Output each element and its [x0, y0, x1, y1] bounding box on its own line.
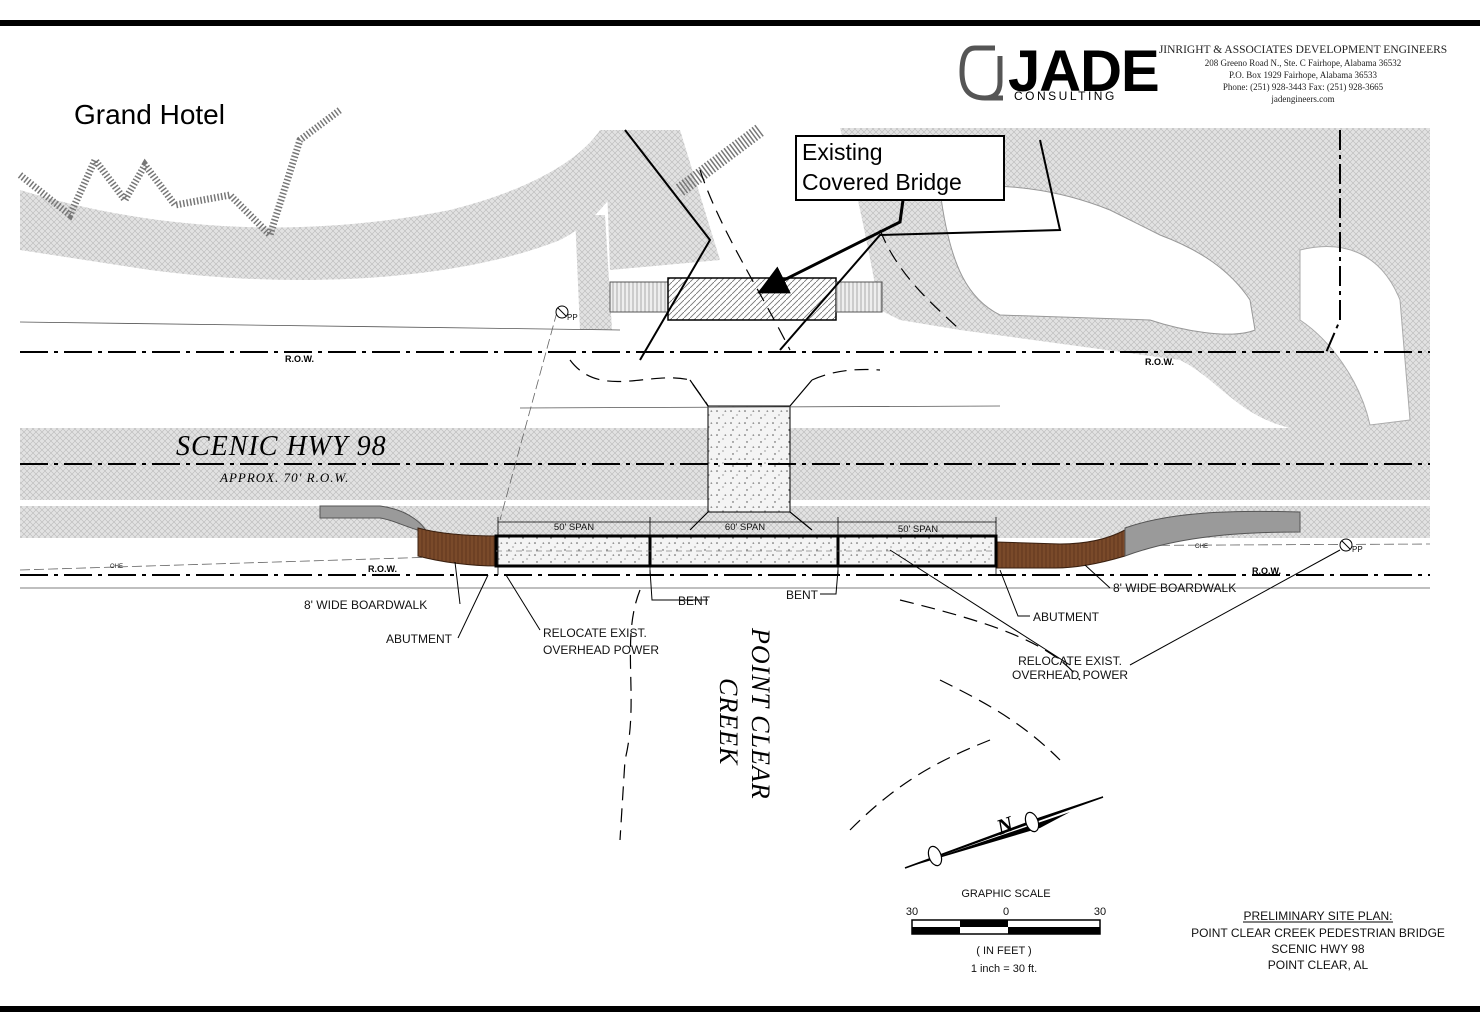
jade-logo-mark	[959, 45, 1003, 101]
road-culvert	[707, 405, 791, 513]
west-driveway	[575, 215, 612, 330]
abutment-label-west: ABUTMENT	[386, 632, 453, 646]
scale-zero: 0	[1003, 906, 1009, 918]
power-pole-east	[1339, 538, 1353, 552]
overhead-electric-west	[19, 554, 501, 571]
scale-units: ( IN FEET )	[976, 945, 1031, 957]
graphic-scale-bar	[911, 919, 1101, 935]
pole-tag-east: PP	[1352, 545, 1363, 554]
row-tag-ne: R.O.W.	[1145, 357, 1174, 367]
firm-address-2: P.O. Box 1929 Fairhope, Alabama 36533	[1229, 70, 1377, 80]
firm-website: jadengineers.com	[1270, 94, 1334, 104]
sidewalk-east	[1124, 510, 1301, 557]
row-tag-nw: R.O.W.	[285, 354, 314, 364]
covered-bridge-callout-arrow	[757, 199, 905, 294]
overhead-electric-diagonal	[499, 311, 558, 521]
bridge-approach-west	[605, 130, 720, 270]
abutment-label-east: ABUTMENT	[1033, 610, 1100, 624]
existing-covered-bridge	[609, 277, 883, 321]
highway-name: SCENIC HWY 98	[176, 431, 387, 462]
row-tag-se: R.O.W.	[1252, 566, 1281, 576]
boardwalk-label-west: 8' WIDE BOARDWALK	[304, 598, 427, 612]
pedestrian-bridge	[494, 517, 998, 575]
callout-line-2: Covered Bridge	[802, 169, 962, 195]
ohe-tag-2: OHE	[1195, 544, 1208, 550]
east-island	[939, 185, 1256, 335]
ohe-tag-1: OHE	[110, 564, 123, 570]
right-of-way-lines	[19, 321, 1430, 589]
grand-hotel-label: Grand Hotel	[74, 99, 225, 130]
title-line-2: POINT CLEAR CREEK PEDESTRIAN BRIDGE	[1191, 926, 1445, 940]
span-label-2: 60' SPAN	[725, 522, 765, 533]
sheet-border-bottom	[0, 1006, 1480, 1012]
bent-label-2: BENT	[786, 588, 819, 602]
title-line-3: SCENIC HWY 98	[1271, 942, 1364, 956]
relocate-west-line-2: OVERHEAD POWER	[543, 643, 659, 657]
creek-label-1: POINT CLEAR	[746, 627, 775, 800]
leader-lines	[454, 549, 1341, 666]
creek-banks	[624, 129, 1341, 361]
scale-right: 30	[1094, 906, 1106, 918]
firm-name: JINRIGHT & ASSOCIATES DEVELOPMENT ENGINE…	[1159, 44, 1447, 56]
west-drive-pavement	[20, 130, 640, 280]
jade-logo-word: JADE	[1008, 39, 1159, 104]
callout-line-1: Existing	[802, 139, 883, 165]
relocate-east-line-1: RELOCATE EXIST.	[1018, 654, 1122, 668]
north-arrow	[904, 796, 1104, 869]
span-label-3: 50' SPAN	[898, 524, 938, 535]
firm-address-1: 208 Greeno Road N., Ste. C Fairhope, Ala…	[1205, 58, 1401, 68]
creek-label-2: CREEK	[714, 678, 743, 766]
relocate-west-line-1: RELOCATE EXIST.	[543, 626, 647, 640]
scale-ratio: 1 inch = 30 ft.	[971, 963, 1037, 975]
covered-bridge-callout-box	[795, 135, 1005, 201]
jade-logo-sub: CONSULTING	[1014, 89, 1117, 103]
span-label-1: 50' SPAN	[554, 522, 594, 533]
row-tag-sw: R.O.W.	[368, 564, 397, 574]
creek-edges	[569, 169, 1081, 841]
firm-phone: Phone: (251) 928-3443 Fax: (251) 928-366…	[1223, 82, 1384, 92]
title-line-4: POINT CLEAR, AL	[1268, 958, 1369, 972]
power-pole-west	[555, 305, 569, 319]
highway-row-note: APPROX. 70' R.O.W.	[219, 470, 349, 485]
pole-tag-west: PP	[567, 313, 578, 322]
landscape-zigzag	[17, 107, 343, 242]
north-walkway	[675, 124, 765, 196]
sheet-border-top	[0, 20, 1480, 26]
scale-title: GRAPHIC SCALE	[961, 888, 1050, 900]
title-line-1: PRELIMINARY SITE PLAN:	[1244, 909, 1393, 923]
bent-label-1: BENT	[678, 594, 711, 608]
boardwalk-label-east: 8' WIDE BOARDWALK	[1113, 581, 1236, 595]
relocate-east-line-2: OVERHEAD POWER	[1012, 668, 1128, 682]
scale-left: 30	[906, 906, 918, 918]
overhead-electric-east	[1019, 543, 1431, 547]
